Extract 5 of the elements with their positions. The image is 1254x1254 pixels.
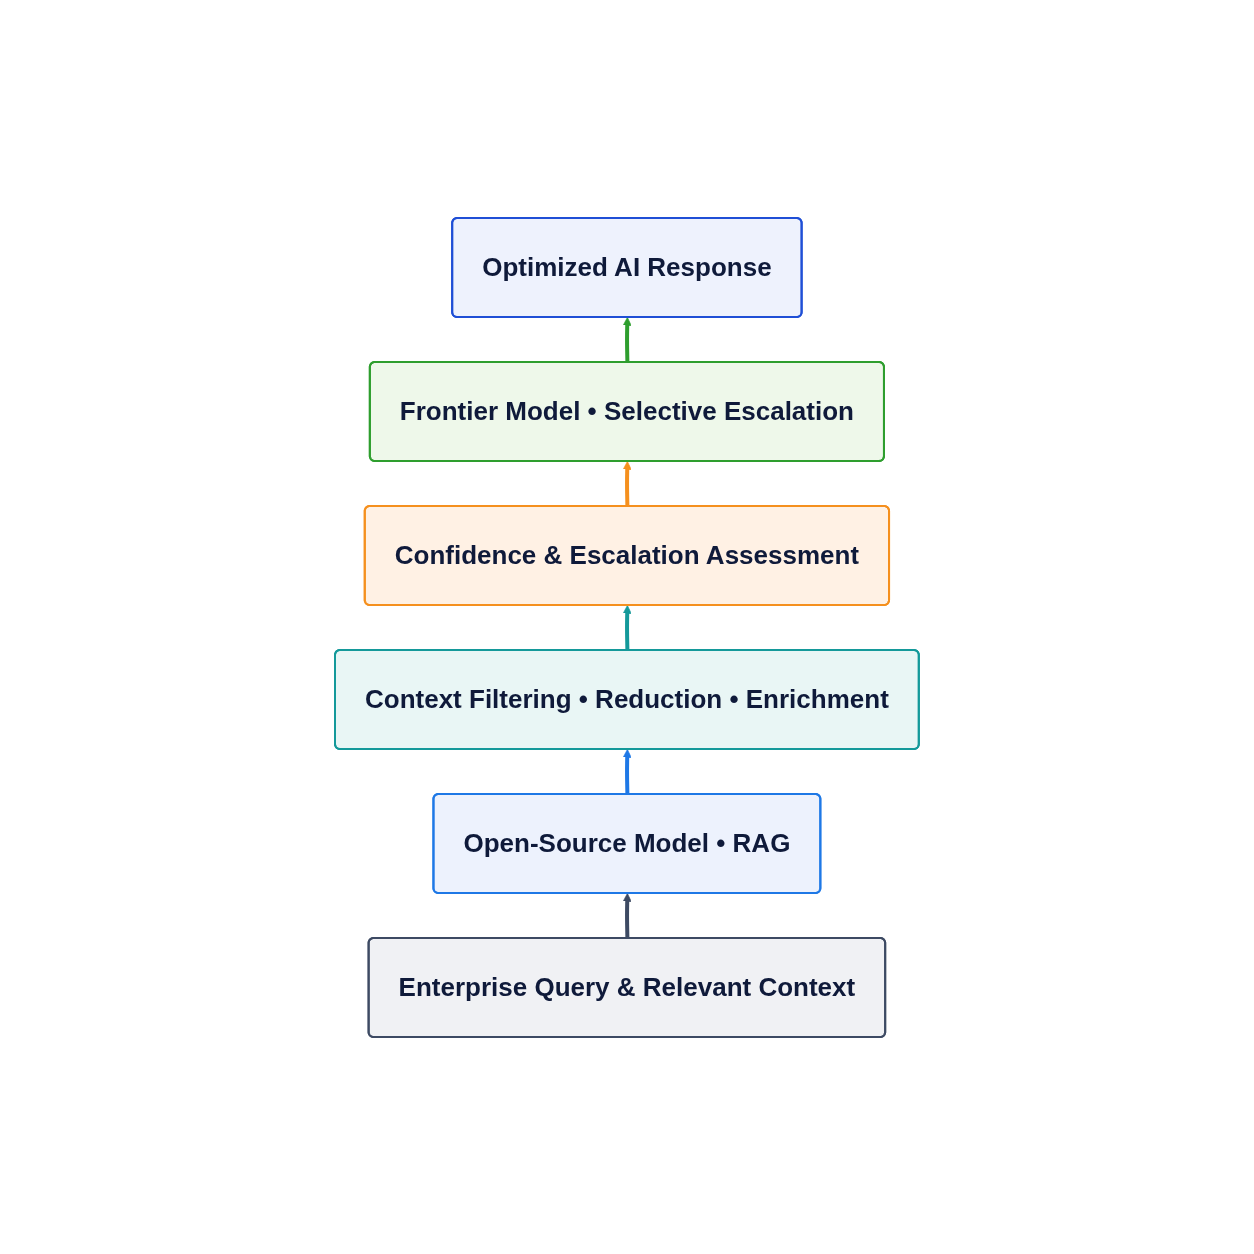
arrow [622, 892, 632, 939]
arrow [622, 748, 632, 795]
arrow [622, 460, 632, 507]
arrow [622, 316, 632, 363]
arrow [622, 604, 632, 651]
